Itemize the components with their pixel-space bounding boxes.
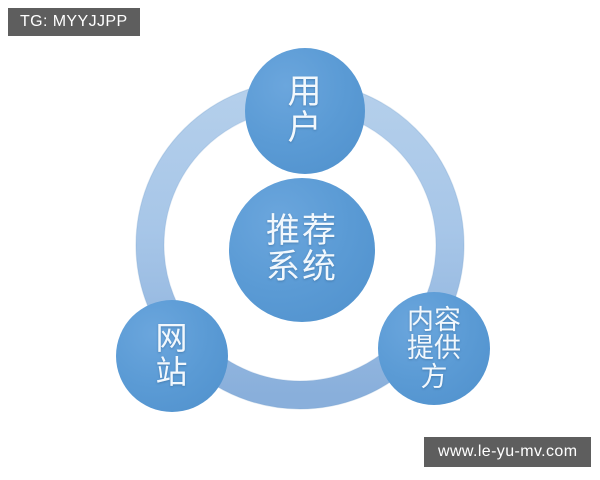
node-label-recommendation-system: 推荐系统 <box>266 213 338 286</box>
node-website[interactable]: 网站 <box>116 300 228 412</box>
node-recommendation-system[interactable]: 推荐系统 <box>229 178 375 322</box>
node-label-website: 网站 <box>155 320 189 390</box>
node-user[interactable]: 用户 <box>245 48 365 174</box>
node-content-provider[interactable]: 内容提供方 <box>378 292 490 405</box>
node-label-user: 用户 <box>287 74 323 147</box>
watermark-top-left: TG: MYYJJPP <box>8 8 140 36</box>
watermark-bottom-right: www.le-yu-mv.com <box>424 437 592 467</box>
node-label-content-provider: 内容提供方 <box>406 304 461 392</box>
